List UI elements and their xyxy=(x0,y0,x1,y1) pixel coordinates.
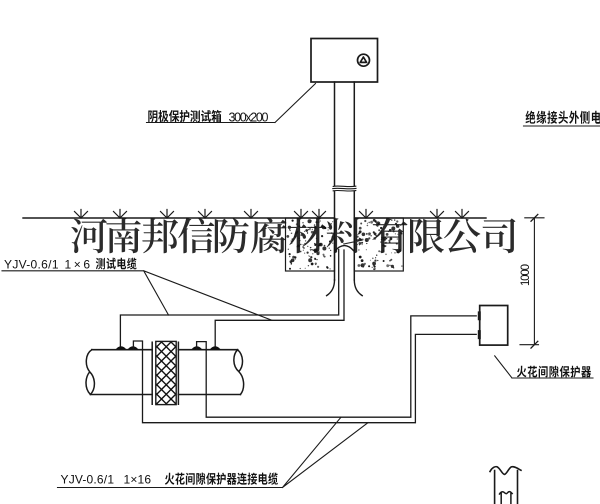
svg-text:1×16: 1×16 xyxy=(124,473,152,487)
svg-text:1×6: 1×6 xyxy=(65,258,91,272)
svg-text:1000: 1000 xyxy=(520,264,532,286)
svg-text:YJV-0.6/1: YJV-0.6/1 xyxy=(4,258,59,272)
svg-text:300x200: 300x200 xyxy=(229,110,269,124)
svg-text:YJV-0.6/1: YJV-0.6/1 xyxy=(61,473,115,487)
